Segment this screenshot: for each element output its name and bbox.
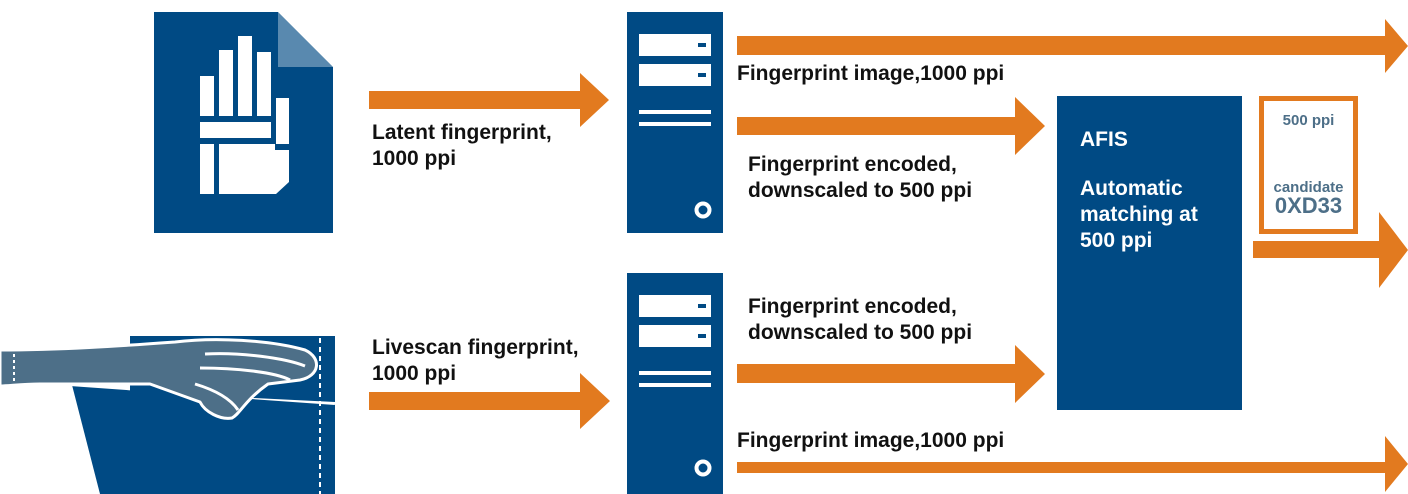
latent-fingerprint-document-icon	[154, 12, 333, 233]
bottom-image-output-arrow	[737, 436, 1408, 492]
bottom-image-output-label: Fingerprint image,1000 ppi	[737, 429, 1005, 452]
afis-result-output-arrow	[1253, 212, 1408, 288]
candidate-card: 500 ppi candidate 0XD33	[1259, 96, 1358, 234]
candidate-resolution: 500 ppi	[1282, 112, 1335, 129]
latent-to-server-arrow	[369, 73, 609, 127]
top-image-output-arrow	[737, 19, 1408, 73]
top-encoded-to-afis-arrow	[737, 97, 1045, 155]
top-server-icon	[627, 12, 723, 233]
bottom-encoded-to-afis-arrow	[737, 345, 1045, 403]
bottom-server-icon	[627, 273, 723, 494]
candidate-id: 0XD33	[1274, 193, 1343, 218]
top-image-output-label: Fingerprint image,1000 ppi	[737, 62, 1005, 85]
candidate-label: candidate	[1273, 179, 1344, 196]
livescan-input-label: Livescan fingerprint, 1000 ppi	[372, 336, 579, 385]
livescan-hand-scanner-icon	[0, 336, 336, 494]
bottom-encoded-output-label: Fingerprint encoded, downscaled to 500 p…	[748, 295, 973, 344]
afis-block: AFIS Automatic matching at 500 ppi	[1057, 96, 1242, 410]
latent-input-label: Latent fingerprint, 1000 ppi	[372, 121, 552, 170]
livescan-to-server-arrow	[369, 373, 610, 429]
top-encoded-output-label: Fingerprint encoded, downscaled to 500 p…	[748, 153, 973, 202]
afis-description: Automatic matching at 500 ppi	[1080, 177, 1198, 252]
afis-title: AFIS	[1080, 128, 1128, 151]
